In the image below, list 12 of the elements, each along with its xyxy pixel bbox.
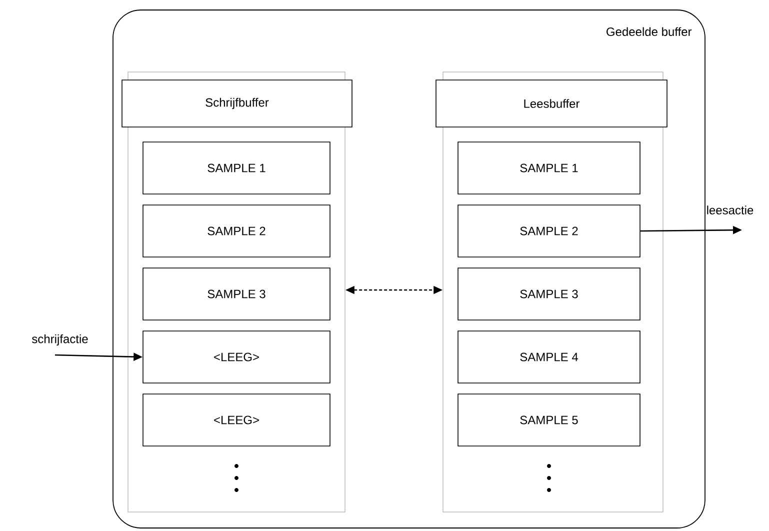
sample-box: SAMPLE 1 xyxy=(142,142,330,194)
edge-label: leesactie xyxy=(707,206,754,214)
sample-box: SAMPLE 3 xyxy=(458,268,640,320)
edge-label: schrijfactie xyxy=(32,334,88,346)
sample-box: SAMPLE 2 xyxy=(142,204,330,258)
sample-box: SAMPLE 3 xyxy=(142,268,330,320)
sample-box: SAMPLE 1 xyxy=(458,142,640,194)
sample-box: SAMPLE 5 xyxy=(458,394,640,446)
sample-box: SAMPLE 2 xyxy=(458,204,640,258)
sample-box: <LEEG> xyxy=(142,394,330,446)
sample-box: SAMPLE 4 xyxy=(458,330,640,384)
sample-box: <LEEG> xyxy=(142,330,330,384)
